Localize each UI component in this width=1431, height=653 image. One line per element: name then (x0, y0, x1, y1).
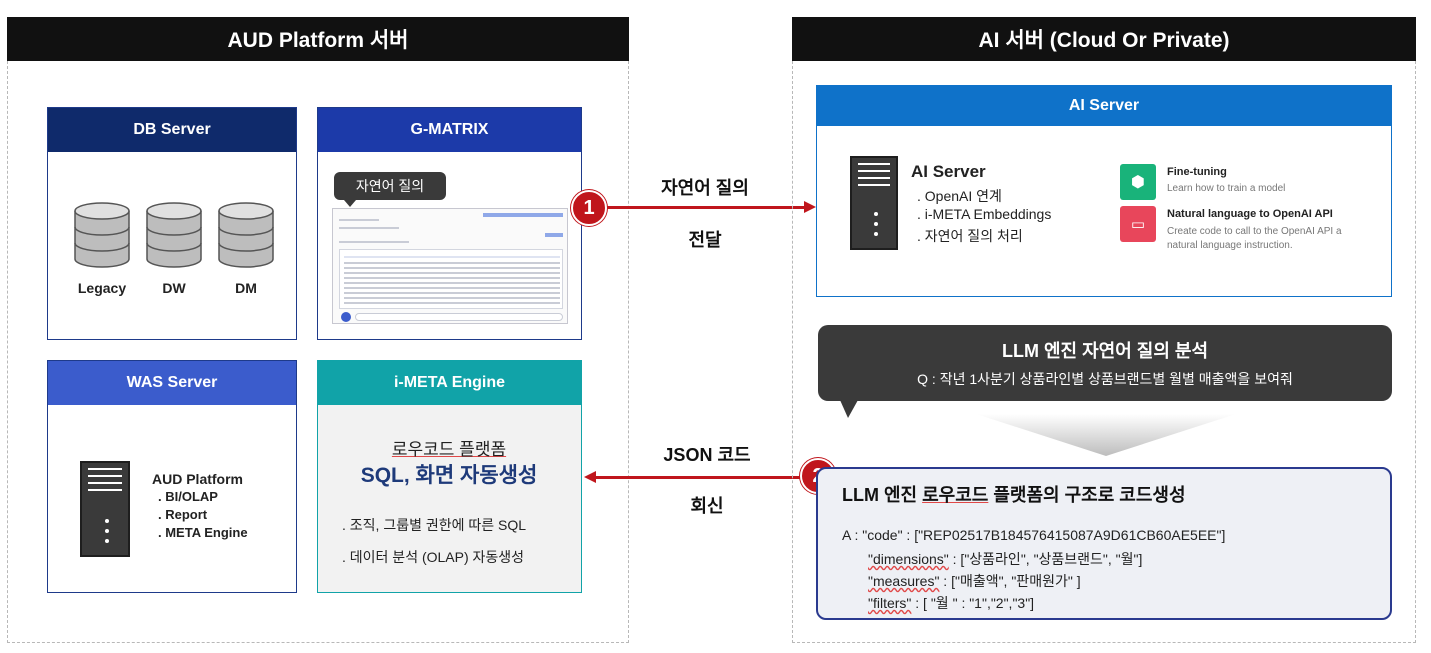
imeta-title: i-META Engine (318, 361, 581, 405)
server-rack-icon (80, 461, 130, 557)
imeta-bullet: . 조직, 그룹별 권한에 따른 SQL (342, 517, 527, 533)
bubble-tail-icon (840, 400, 858, 418)
db-label-legacy: Legacy (77, 280, 127, 296)
database-icons (74, 202, 274, 268)
left-panel-header: AUD Platform 서버 (7, 17, 629, 61)
was-server-card: WAS Server AUD Platform . BI/OLAP . Repo… (47, 360, 297, 593)
gmatrix-title: G-MATRIX (318, 108, 581, 152)
db-server-card: DB Server Legacy DW DM (47, 107, 297, 340)
arrow-to-platform (596, 476, 806, 479)
flow2-label2: 회신 (690, 496, 724, 516)
flow1-label2: 전달 (688, 230, 722, 250)
feature-title: Fine-tuning (1167, 166, 1227, 178)
code-line: A : "code" : ["REP02517B184576415087A9D6… (842, 527, 1226, 543)
dimensions-key: "dimensions" (868, 551, 949, 567)
arrow-head-left-icon (584, 471, 596, 483)
mini-table (339, 249, 563, 309)
mini-avatar-icon (341, 312, 351, 322)
flow1-label: 자연어 질의 (661, 178, 749, 198)
ai-server-item: . i-META Embeddings (917, 206, 1052, 222)
right-panel (792, 61, 1416, 643)
mini-header-bar (483, 213, 563, 217)
measures-val: : ["매출액", "판매원가" ] (939, 573, 1081, 589)
imeta-line1: 로우코드 플랫폼 (391, 440, 507, 459)
llm-analysis-bubble: LLM 엔진 자연어 질의 분석 Q : 작년 1사분기 상품라인별 상품브랜드… (818, 325, 1392, 401)
llm-result-title-mid: 로우코드 (922, 485, 989, 505)
arrow-to-ai (600, 206, 806, 209)
step-1-badge: 1 (571, 190, 607, 226)
imeta-card: i-META Engine 로우코드 플랫폼 SQL, 화면 자동생성 . 조직… (317, 360, 582, 593)
database-icon-dm (218, 202, 274, 268)
database-icon-legacy (74, 202, 130, 268)
ai-server-rack-icon (850, 156, 898, 250)
imeta-line2: SQL, 화면 자동생성 (360, 464, 538, 487)
feature-desc: Learn how to train a model (1167, 183, 1286, 194)
measures-key: "measures" (868, 573, 940, 589)
db-label-dw: DW (162, 280, 186, 296)
chat-icon: ▭ (1120, 206, 1156, 242)
fine-tuning-icon: ⬢ (1120, 164, 1156, 200)
mini-button (545, 233, 563, 237)
ai-server-header: AI Server (817, 86, 1391, 126)
gmatrix-chip: 자연어 질의 (334, 172, 446, 200)
llm-result-title-pre: LLM 엔진 (842, 485, 923, 505)
was-platform-name: AUD Platform (152, 471, 244, 487)
dimensions-line: "dimensions" : ["상품라인", "상품브랜드", "월"] (868, 549, 1142, 569)
llm-bubble-question: Q : 작년 1사분기 상품라인별 상품브랜드별 월별 매출액을 보여줘 (917, 371, 1293, 387)
right-panel-header: AI 서버 (Cloud Or Private) (792, 17, 1416, 61)
gmatrix-screenshot (332, 208, 568, 324)
was-item: . Report (158, 507, 208, 522)
down-chevron-icon (976, 414, 1236, 456)
llm-result-title: LLM 엔진 로우코드 플랫폼의 구조로 코드생성 (842, 481, 1186, 507)
ai-server-item: . 자연어 질의 처리 (917, 228, 1023, 244)
gmatrix-card: G-MATRIX 자연어 질의 (317, 107, 582, 340)
measures-line: "measures" : ["매출액", "판매원가" ] (868, 571, 1081, 591)
gmatrix-chip-tail-icon (344, 200, 356, 207)
llm-result-title-post: 플랫폼의 구조로 코드생성 (988, 485, 1186, 505)
was-item: . BI/OLAP (158, 489, 218, 504)
ai-server-name: AI Server (911, 162, 986, 181)
llm-bubble-title: LLM 엔진 자연어 질의 분석 (1001, 341, 1209, 361)
filters-line: "filters" : [ "월 " : "1","2","3"] (868, 593, 1034, 613)
feature-desc: Create code to call to the OpenAI API a … (1167, 226, 1342, 251)
llm-result-box: LLM 엔진 로우코드 플랫폼의 구조로 코드생성 A : "code" : [… (816, 467, 1392, 620)
db-label-dm: DM (235, 280, 257, 296)
ai-server-card: AI Server AI Server . OpenAI 연계 . i-META… (816, 85, 1392, 297)
db-server-title: DB Server (48, 108, 296, 152)
filters-val: : [ "월 " : "1","2","3"] (911, 595, 1035, 611)
left-panel (7, 61, 629, 643)
dimensions-val: : ["상품라인", "상품브랜드", "월"] (948, 551, 1143, 567)
flow2-label: JSON 코드 (663, 445, 751, 465)
database-icon-dw (146, 202, 202, 268)
ai-server-item: . OpenAI 연계 (917, 188, 1002, 204)
was-item: . META Engine (158, 525, 248, 540)
mini-chat-input (355, 313, 563, 321)
was-server-title: WAS Server (48, 361, 296, 405)
imeta-bullet: . 데이터 분석 (OLAP) 자동생성 (342, 549, 525, 565)
arrow-head-right-icon (804, 201, 816, 213)
feature-title: Natural language to OpenAI API (1167, 208, 1333, 220)
filters-key: "filters" (868, 595, 912, 611)
